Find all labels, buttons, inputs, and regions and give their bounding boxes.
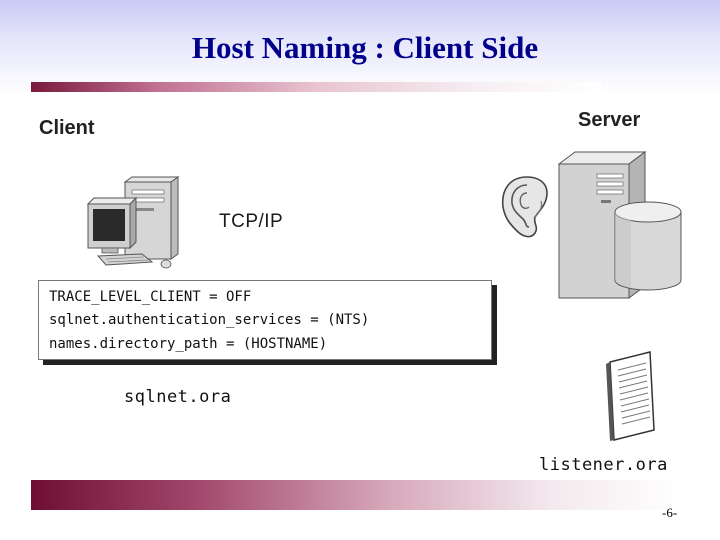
- ear-icon: [497, 173, 555, 241]
- slide-title: Host Naming : Client Side: [0, 30, 720, 66]
- client-computer-icon: [80, 176, 180, 271]
- client-config-filename: sqlnet.ora: [124, 387, 231, 407]
- config-line: sqlnet.authentication_services = (NTS): [49, 312, 369, 328]
- client-label: Client: [39, 117, 95, 140]
- server-config-filename: listener.ora: [539, 455, 668, 475]
- config-line: names.directory_path = (HOSTNAME): [49, 336, 327, 352]
- protocol-label: TCP/IP: [219, 211, 283, 233]
- server-database-icon: [555, 150, 687, 302]
- server-label: Server: [578, 109, 640, 132]
- config-line: TRACE_LEVEL_CLIENT = OFF: [49, 289, 251, 305]
- footer-bar: [31, 480, 681, 510]
- page-number: -6-: [662, 505, 677, 521]
- document-icon: [596, 350, 658, 442]
- sqlnet-ora-config-box: TRACE_LEVEL_CLIENT = OFF sqlnet.authenti…: [38, 280, 492, 360]
